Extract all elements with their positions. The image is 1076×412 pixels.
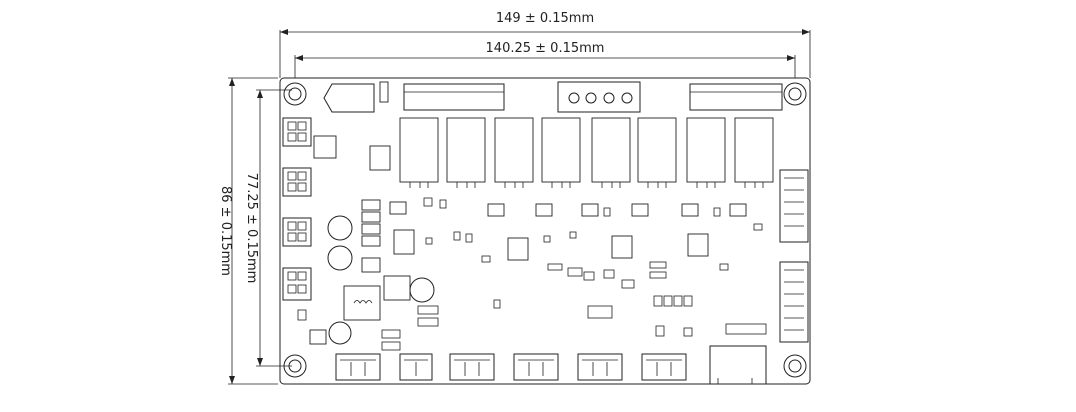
bottom-connector-4 (513, 353, 559, 381)
dimension-overall-width: 149 ± 0.15mm (279, 11, 811, 78)
top-left-header-connector (403, 83, 505, 111)
small-ic (309, 329, 327, 345)
relay-3 (494, 117, 534, 183)
smd-components (297, 197, 767, 351)
mounting-hole-bottom-left (283, 354, 307, 378)
bottom-connector-3 (449, 353, 495, 381)
dimension-overall-height: 86 ± 0.15mm (218, 77, 278, 385)
inductor (343, 285, 381, 321)
hole-pitch-width-label: 140.25 ± 0.15mm (486, 41, 605, 56)
relay-6 (637, 117, 677, 183)
bottom-connector-2 (399, 353, 433, 381)
right-connector-lower (779, 261, 809, 343)
left-terminal-3 (282, 217, 312, 247)
bottom-connectors (335, 353, 687, 381)
relay-2 (446, 117, 486, 183)
dimension-hole-pitch-width: 140.25 ± 0.15mm (294, 41, 796, 78)
battery-holder (323, 83, 375, 113)
transistor-footprints (393, 229, 709, 261)
dimension-hole-pitch-height: 77.25 ± 0.15mm (244, 89, 292, 367)
capacitor-round-1 (409, 277, 435, 303)
left-terminal-4 (282, 267, 312, 301)
capacitor-round-3 (327, 245, 353, 271)
jumper-block (313, 135, 337, 159)
top-right-header-connector (689, 83, 783, 111)
right-connector-upper (779, 169, 809, 243)
capacitor-round-2 (327, 215, 353, 241)
bottom-connector-5 (577, 353, 623, 381)
top-center-terminal-connector (557, 81, 641, 113)
small-component (379, 81, 389, 103)
capacitor-round-4 (328, 321, 352, 345)
usb-connector (709, 345, 767, 385)
mounting-hole-top-left (283, 82, 307, 106)
coil-icon (353, 300, 373, 304)
regulator (369, 145, 391, 171)
relay-7 (686, 117, 726, 183)
relay-4 (541, 117, 581, 183)
bottom-connector-1 (335, 353, 381, 381)
driver-ic-row (389, 201, 747, 217)
left-terminal-2 (282, 167, 312, 197)
relay-8 (734, 117, 774, 183)
power-ic (383, 275, 411, 301)
relay-row (399, 117, 774, 188)
bottom-connector-6 (641, 353, 687, 381)
mounting-hole-bottom-right (783, 354, 807, 378)
overall-width-label: 149 ± 0.15mm (496, 11, 594, 26)
overall-height-label: 86 ± 0.15mm (218, 186, 233, 276)
relay-5 (591, 117, 631, 183)
mounting-hole-top-right (783, 82, 807, 106)
relay-1 (399, 117, 439, 183)
hole-pitch-height-label: 77.25 ± 0.15mm (244, 173, 259, 284)
board-outline (279, 77, 811, 385)
stacked-resistors (361, 199, 381, 273)
left-terminal-1 (282, 117, 312, 147)
